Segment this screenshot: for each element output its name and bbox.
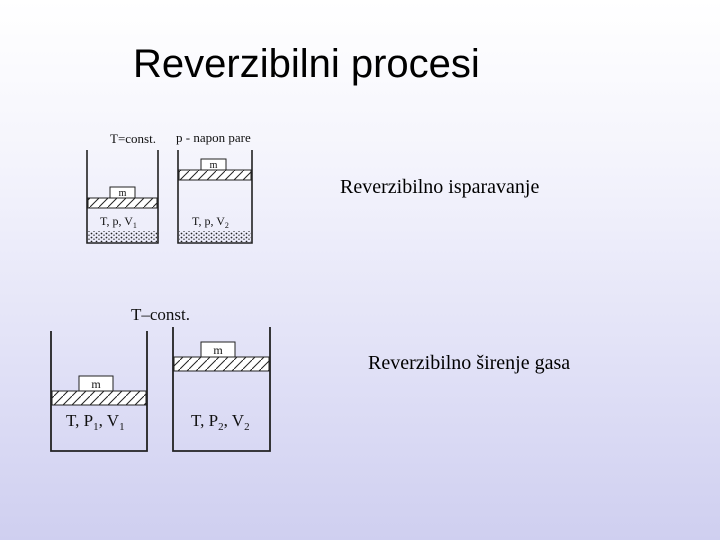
caption-evaporation: Reverzibilno isparavanje <box>340 176 540 198</box>
state-label: T, P1, V1 <box>66 411 125 433</box>
top-left-cylinder: m T, p, V1 <box>86 150 159 244</box>
bottom-temp-label: T–const. <box>131 305 190 324</box>
top-pressure-label: p - napon pare <box>176 130 251 145</box>
bottom-diagram: T–const. m T, P1, V1 m T, P2, V2 <box>50 305 271 452</box>
weight-block <box>109 186 136 199</box>
weight-label: m <box>119 188 127 199</box>
weight-label: m <box>213 343 223 357</box>
bottom-right-cylinder: m T, P2, V2 <box>172 327 271 452</box>
top-diagram: T=const. p - napon pare m T, p, V1 m T, … <box>86 130 253 244</box>
state-label: T, p, V1 <box>100 214 137 230</box>
weight-block <box>200 158 227 171</box>
caption-gas-expansion: Reverzibilno širenje gasa <box>368 352 571 374</box>
bottom-left-cylinder: m T, P1, V1 <box>50 331 148 452</box>
top-temp-label: T=const. <box>110 131 156 146</box>
weight-label: m <box>91 377 101 391</box>
liquid-layer <box>88 231 157 242</box>
state-label: T, P2, V2 <box>191 411 250 433</box>
state-label: T, p, V2 <box>192 214 229 230</box>
weight-block <box>78 375 114 392</box>
slide-title: Reverzibilni procesi <box>133 42 480 86</box>
liquid-layer <box>179 231 251 242</box>
weight-label: m <box>210 160 218 171</box>
weight-block <box>200 341 236 358</box>
top-right-cylinder: m T, p, V2 <box>177 150 253 244</box>
